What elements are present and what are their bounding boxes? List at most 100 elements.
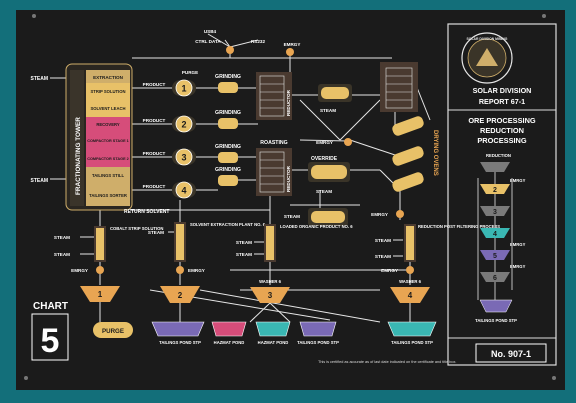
step-number: 5 [493, 253, 497, 260]
ponds: TAILINGS POND STP HAZMAT POND HAZMAT PON… [151, 321, 437, 345]
valve-icon [176, 266, 184, 274]
reductor-label: REDUCTOR [286, 89, 291, 116]
reductor-label: REDUCTOR [286, 165, 291, 192]
purge-label: PURGE [182, 70, 198, 75]
steam-label: STEAM [320, 108, 336, 113]
stage-number: 1 [181, 84, 186, 94]
tower-section-label: COMPACTOR STAGE 2 [87, 157, 129, 161]
pond-label: TAILINGS POND STP [159, 340, 201, 345]
unit-title: SOLVENT EXTRACTION PLANT NO. 6 [190, 222, 266, 227]
emrgy-label: EMRGY [371, 212, 388, 217]
emrgy-label: EMRGY [510, 242, 526, 247]
chart-label: CHART [33, 301, 68, 312]
screw-icon [32, 14, 36, 18]
mountain-icon [476, 48, 498, 66]
unit-title: COBALT STRIP SOLUTION [110, 226, 163, 231]
pond-label: HAZMAT POND [258, 340, 289, 345]
steam-label: STEAM [236, 252, 252, 257]
purge-tank: PURGE [93, 322, 133, 338]
tower-section-label: TAILINGS SORTER [89, 193, 127, 198]
tower-title: FRACTIONATING TOWER [75, 117, 82, 195]
purge-label: PURGE [102, 328, 124, 335]
steam-label: STEAM [236, 240, 252, 245]
section-title: PROCESSING [477, 136, 527, 145]
pond-label: TAILINGS POND STP [297, 340, 339, 345]
pond-label: HAZMAT POND [214, 340, 245, 345]
doc-number: No. 907-1 [491, 349, 531, 359]
reduction-label: REDUCTION [486, 153, 511, 158]
steam-label: STEAM [375, 254, 391, 259]
emrgy-label: EMRGY [284, 42, 301, 47]
emrgy-label: EMRGY [510, 264, 526, 269]
tower-section-label: COMPACTOR STAGE 1 [87, 139, 129, 143]
step-number: 3 [493, 209, 497, 216]
lower-unit-2: SOLVENT EXTRACTION PLANT NO. 6 STEAM EMR… [148, 222, 266, 303]
seal-text: SOLAR DIVISION MINING [467, 37, 508, 41]
coils: STEAM OVERRIDE STEAM STEAM [284, 84, 352, 226]
override-label: OVERRIDE [311, 156, 338, 162]
footer-note: This is certified as accurate as of last… [318, 360, 456, 364]
pond-label: TAILINGS POND STP [475, 318, 517, 323]
valve-icon [344, 138, 352, 146]
roasting-label: ROASTING [260, 140, 287, 146]
unit-number: 4 [408, 291, 413, 300]
stage-number: 4 [181, 186, 186, 196]
unit-title: REDUCTION POST FILTERING PROCESS [418, 224, 500, 229]
report-title-line2: REPORT 67-1 [479, 97, 525, 106]
usb-label: USB4 [204, 29, 217, 34]
rs232-label: RS232 [251, 39, 265, 44]
steam-label: STEAM [148, 230, 164, 235]
emrgy-label: EMRGY [381, 268, 398, 273]
ctrl-data-label: CTRL DATA [195, 39, 221, 44]
product-label: PRODUCT [143, 118, 166, 123]
tower-section-label: RECOVERY [96, 122, 120, 127]
valve-icon [406, 266, 414, 274]
emrgy-label: EMRGY [316, 140, 333, 145]
return-solvent-label: RETURN SOLVENT [124, 209, 169, 215]
grinding-label: GRINDING [215, 74, 241, 80]
steam-label: STEAM [54, 252, 70, 257]
emrgy-label: EMRGY [71, 268, 88, 273]
stage-circles: 1 2 3 4 [172, 79, 196, 199]
washer-label: WASHER 6 [399, 279, 422, 284]
drying-ovens-label: DRYING OVENS [432, 130, 438, 176]
valve-icon [286, 48, 294, 56]
product-label: PRODUCT [143, 184, 166, 189]
tower-section-label: SOLVENT LEACH [90, 106, 125, 111]
emrgy-label: EMRGY [510, 178, 526, 183]
chart-number: 5 [41, 322, 60, 360]
stage-number: 2 [181, 120, 186, 130]
valve-icon [226, 46, 234, 54]
report-title-line1: SOLAR DIVISION [473, 86, 532, 95]
valve-icon [396, 210, 404, 218]
lower-unit-1: COBALT STRIP SOLUTION STEAM STEAM EMRGY … [54, 226, 163, 302]
unit-title: LOADED ORGANIC PRODUCT NO. 6 [280, 224, 353, 229]
chart-label-block: CHART 5 [31, 301, 69, 361]
grinding-label: GRINDING [215, 167, 241, 173]
right-panel: SOLAR DIVISION MINING SOLAR DIVISION REP… [461, 32, 536, 323]
step-number: 6 [493, 275, 497, 282]
stage-number: 3 [181, 153, 186, 163]
tower-section-label: STRIP SOLUTION [90, 89, 125, 94]
grinders: GRINDING GRINDING GRINDING GRINDING [215, 74, 241, 186]
product-label: PRODUCT [143, 82, 166, 87]
lower-unit-4: REDUCTION POST FILTERING PROCESS STEAM S… [375, 224, 500, 303]
washer-label: WASHER 6 [259, 279, 282, 284]
doc-number-box [475, 343, 547, 363]
emrgy-label: EMRGY [188, 268, 205, 273]
valve-icon [96, 266, 104, 274]
screw-icon [24, 376, 28, 380]
reactor-top-right [380, 62, 418, 112]
unit-number: 2 [178, 291, 183, 300]
drying-ovens: DRYING OVENS [392, 116, 438, 192]
screw-icon [552, 376, 556, 380]
grinding-label: GRINDING [215, 110, 241, 116]
steam-label: STEAM [54, 235, 70, 240]
fractionating-tower: FRACTIONATING TOWER EXTRACTION STRIP SOL… [65, 63, 133, 211]
reductor-1: REDUCTOR [256, 72, 292, 120]
unit-number: 1 [98, 290, 103, 299]
lower-unit-3: LOADED ORGANIC PRODUCT NO. 6 STEAM STEAM… [236, 224, 353, 303]
unit-number: 3 [268, 291, 273, 300]
steam-label: STEAM [31, 76, 49, 82]
grinding-label: GRINDING [215, 144, 241, 150]
